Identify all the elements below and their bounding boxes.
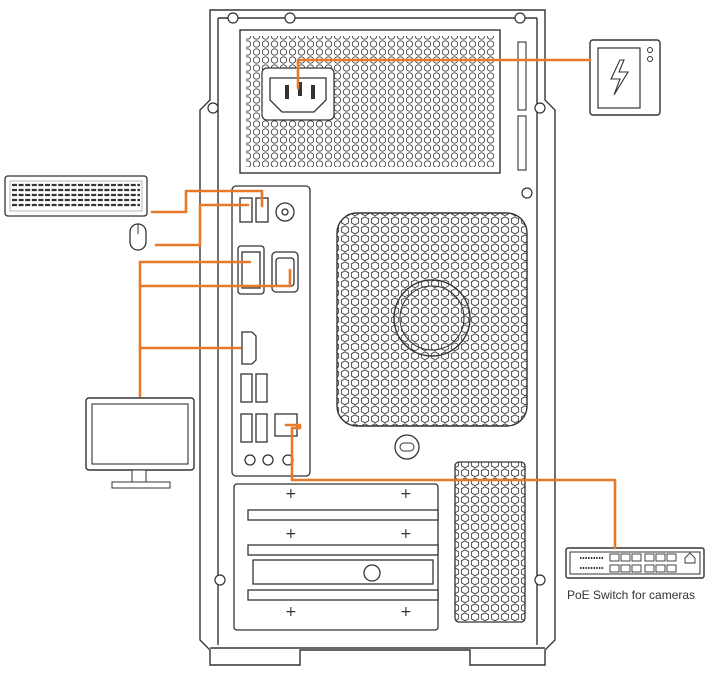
case-screws <box>207 12 546 586</box>
mouse-icon <box>129 223 147 251</box>
svg-text:+: + <box>400 526 412 542</box>
network-switch-icon <box>565 547 705 579</box>
monitor-icon <box>85 397 195 489</box>
svg-text:+: + <box>400 604 412 620</box>
monitor-cable-vga <box>138 268 292 288</box>
keyboard-cable <box>150 189 264 214</box>
power-supply <box>239 29 527 174</box>
svg-text:+: + <box>285 486 297 502</box>
power-outlet-icon <box>589 39 661 116</box>
pc-case <box>199 9 556 666</box>
keyboard-icon <box>4 175 148 217</box>
svg-text:+: + <box>285 526 297 542</box>
svg-text:+: + <box>285 604 297 620</box>
expansion-slots: + + + + + + <box>233 483 439 631</box>
svg-text:+: + <box>400 486 412 502</box>
fan-grille <box>336 212 528 460</box>
monitor-cable-dvi <box>138 260 252 398</box>
ethernet-cable <box>284 423 617 550</box>
power-cable <box>296 58 592 90</box>
lower-vent <box>454 461 526 623</box>
mouse-cable <box>154 203 250 247</box>
cables <box>138 58 617 550</box>
io-panel <box>231 185 311 477</box>
poe-switch-label: PoE Switch for cameras <box>567 588 696 602</box>
